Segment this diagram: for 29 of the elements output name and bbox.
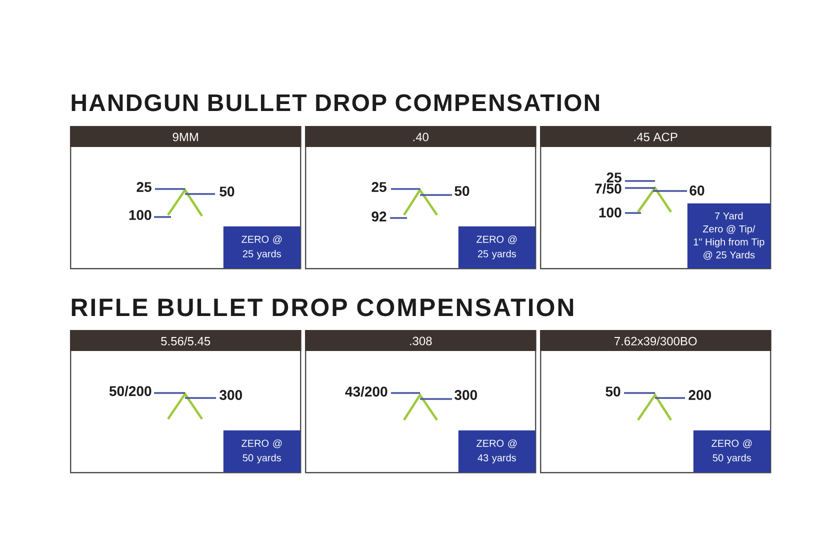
range-label: 50/200 [109, 386, 152, 396]
range-label: 25 [372, 182, 386, 192]
range-label: 50 [454, 186, 470, 196]
section-heading: RIFLE BULLET DROP COMPENSATION [72, 298, 574, 316]
range-label: 7/50 [595, 183, 622, 194]
range-label: 50 [220, 186, 234, 196]
header-bar: 7.62x39/300BO [540, 330, 772, 351]
section-heading: HANDGUN BULLET DROP COMPENSATION [72, 94, 599, 112]
info-box: ZERO @ 43 yards [458, 430, 536, 472]
info-box: ZERO @ 50 yards [223, 430, 300, 472]
range-label: 300 [454, 390, 477, 400]
range-label: 100 [599, 208, 622, 218]
range-label: 50 [606, 386, 620, 396]
header-bar: 9MM [70, 126, 302, 147]
range-label: 300 [220, 390, 242, 400]
info-box: 7 Yard Zero @ Tip/ 1" High from Tip @ 25 Yards [687, 203, 770, 268]
info-box: ZERO @ 50 yards [693, 430, 770, 472]
header-bar: .308 [305, 330, 536, 351]
range-label: 43/200 [345, 386, 388, 397]
range-label: 200 [688, 390, 711, 400]
header-bar: .40 [305, 126, 536, 147]
info-box: ZERO @ 25 yards [458, 226, 536, 268]
header-bar: .45 ACP [540, 126, 772, 147]
info-box: ZERO @ 25 yards [223, 226, 300, 268]
header-bar: 5.56/5.45 [70, 330, 302, 351]
range-label: 100 [129, 210, 152, 220]
range-label: 92 [372, 212, 386, 222]
range-label: 25 [606, 172, 622, 182]
range-label: 25 [136, 182, 152, 192]
